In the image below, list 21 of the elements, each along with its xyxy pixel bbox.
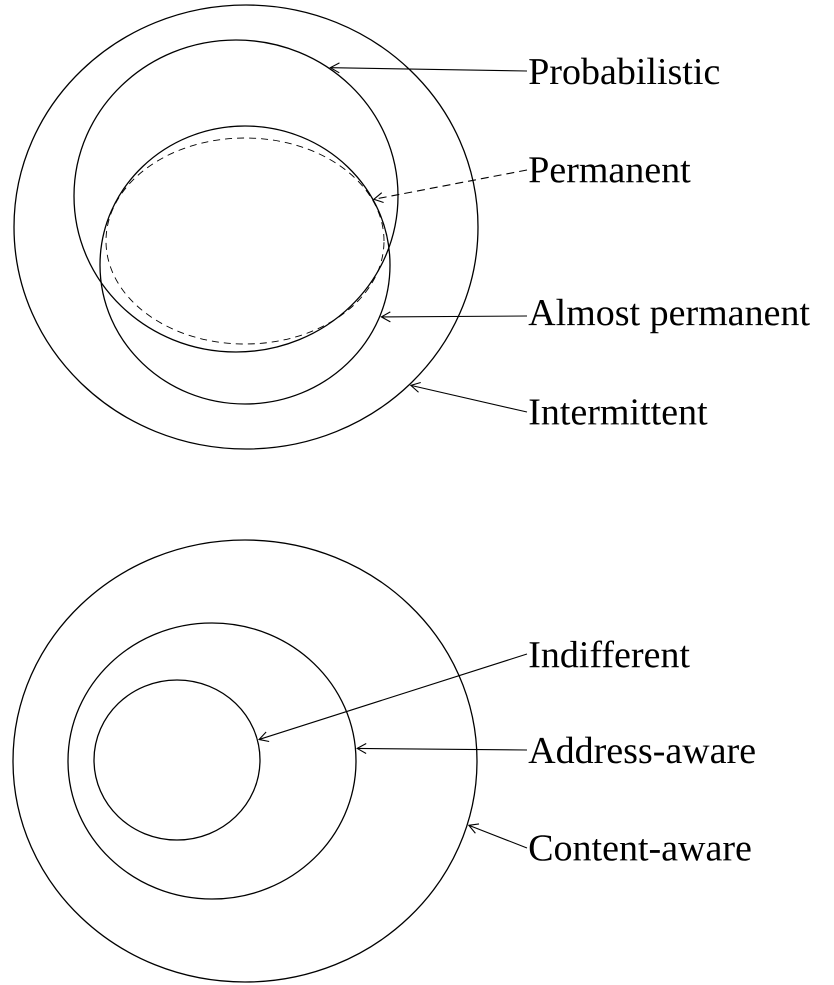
label: Intermittent xyxy=(530,399,708,425)
leader-arrow xyxy=(258,653,528,742)
leader-arrow xyxy=(329,62,527,74)
oval xyxy=(13,4,479,450)
leader-arrow xyxy=(410,382,528,413)
leader-arrow xyxy=(380,311,527,322)
leader-arrow xyxy=(372,169,528,204)
oval xyxy=(12,539,478,983)
leader-arrow xyxy=(356,743,527,754)
label: Almost permanent xyxy=(528,298,810,334)
oval xyxy=(73,39,399,353)
oval xyxy=(93,679,261,841)
label: Address-aware xyxy=(528,736,755,764)
label: Probabilistic xyxy=(529,58,720,84)
label: Permanent xyxy=(529,157,690,183)
leader-arrow xyxy=(468,823,528,849)
oval xyxy=(67,622,357,900)
oval xyxy=(106,138,384,344)
label: Indifferent xyxy=(530,640,690,668)
oval xyxy=(99,125,391,405)
label: Content-aware xyxy=(530,835,751,861)
